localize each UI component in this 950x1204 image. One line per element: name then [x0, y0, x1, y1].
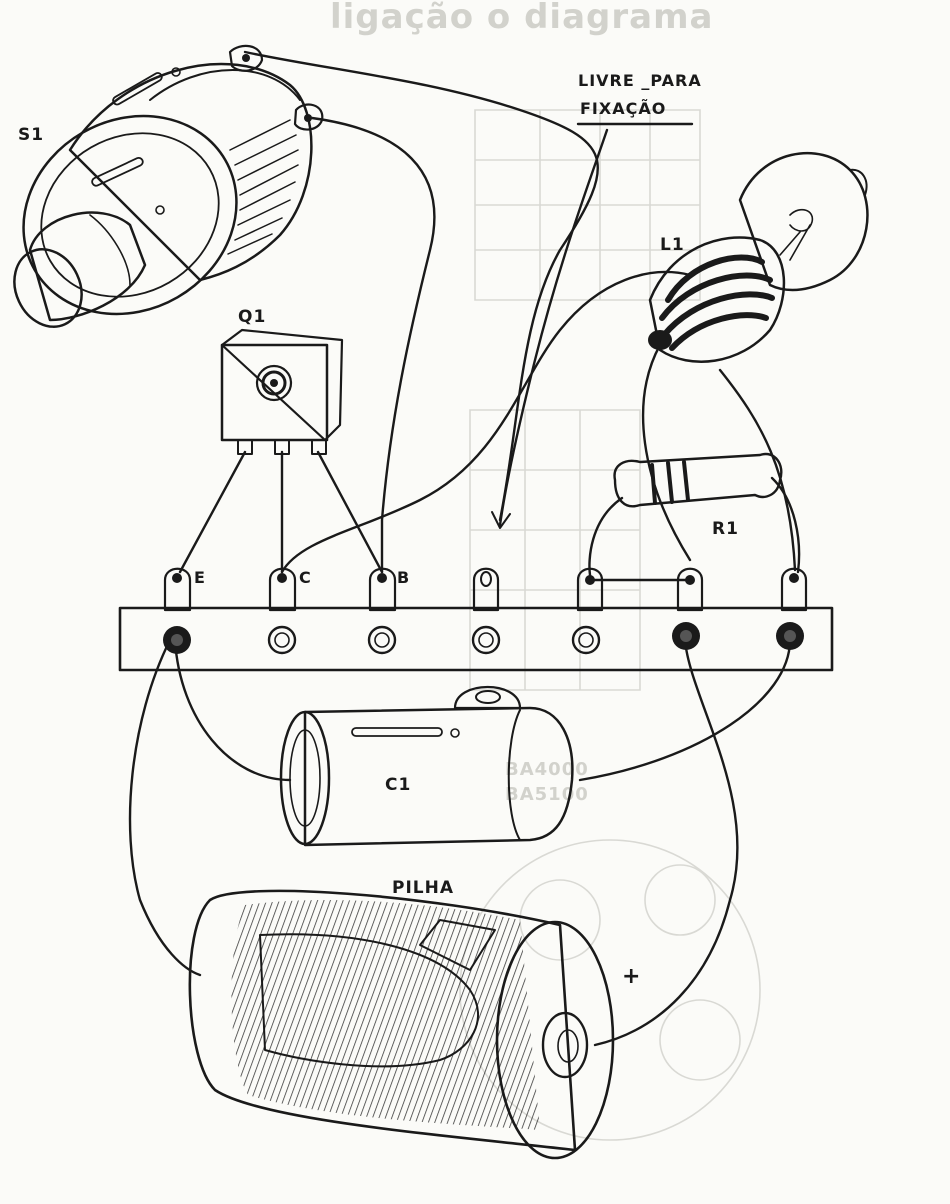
note-line-1: LIVRE _PARA: [578, 71, 702, 90]
wire-c1-left: [173, 638, 292, 782]
label-emitter: E: [194, 568, 206, 587]
wire-battery-negative: [128, 638, 202, 977]
svg-text:ligação o diagrama: ligação o diagrama: [330, 0, 713, 37]
label-c1: C1: [385, 775, 411, 795]
label-r1: R1: [712, 519, 739, 539]
annotation-note: LIVRE _PARA FIXAÇÃO: [576, 71, 702, 126]
wire-battery-positive: [593, 638, 739, 1047]
bleed-through-background: ligação o diagrama BA4000 BA5100: [330, 0, 761, 1141]
transistor-q1: Q1: [220, 307, 344, 455]
wire-s1-to-base: [310, 116, 436, 574]
annotation-arrow-head: [491, 511, 511, 529]
resistor-r1: R1: [613, 452, 783, 539]
terminal-lugs: [163, 567, 808, 612]
label-s1: S1: [18, 125, 44, 145]
label-collector: C: [299, 568, 312, 587]
annotation-arrow-line: [498, 128, 609, 527]
wire-emitter-leg: [178, 450, 247, 574]
wire-base-leg: [316, 450, 384, 574]
strip-holes: [163, 622, 804, 655]
label-battery: PILHA: [392, 878, 454, 898]
label-positive: +: [622, 964, 641, 989]
wire-r1-left-lead: [588, 496, 624, 577]
lamp-l1: L1: [648, 151, 869, 363]
label-base: B: [397, 568, 410, 587]
wire-c1-right: [578, 638, 792, 782]
switch-s1: S1: [13, 44, 324, 328]
mounting-lug: [453, 686, 522, 710]
capacitor-c1: C1: [279, 706, 574, 847]
wires: [128, 50, 801, 1047]
label-l1: L1: [660, 235, 685, 255]
battery-pilha: PILHA +: [188, 878, 641, 1160]
svg-text:BA4000: BA4000: [505, 759, 589, 780]
svg-text:BA5100: BA5100: [505, 784, 589, 805]
wire-collector-to-lamp: [280, 270, 692, 574]
terminal-strip: E C B: [118, 567, 834, 710]
strip-body: [118, 606, 834, 672]
label-q1: Q1: [238, 307, 266, 327]
note-line-2: FIXAÇÃO: [580, 99, 666, 118]
wire-lamp-to-terminal: [641, 343, 797, 572]
